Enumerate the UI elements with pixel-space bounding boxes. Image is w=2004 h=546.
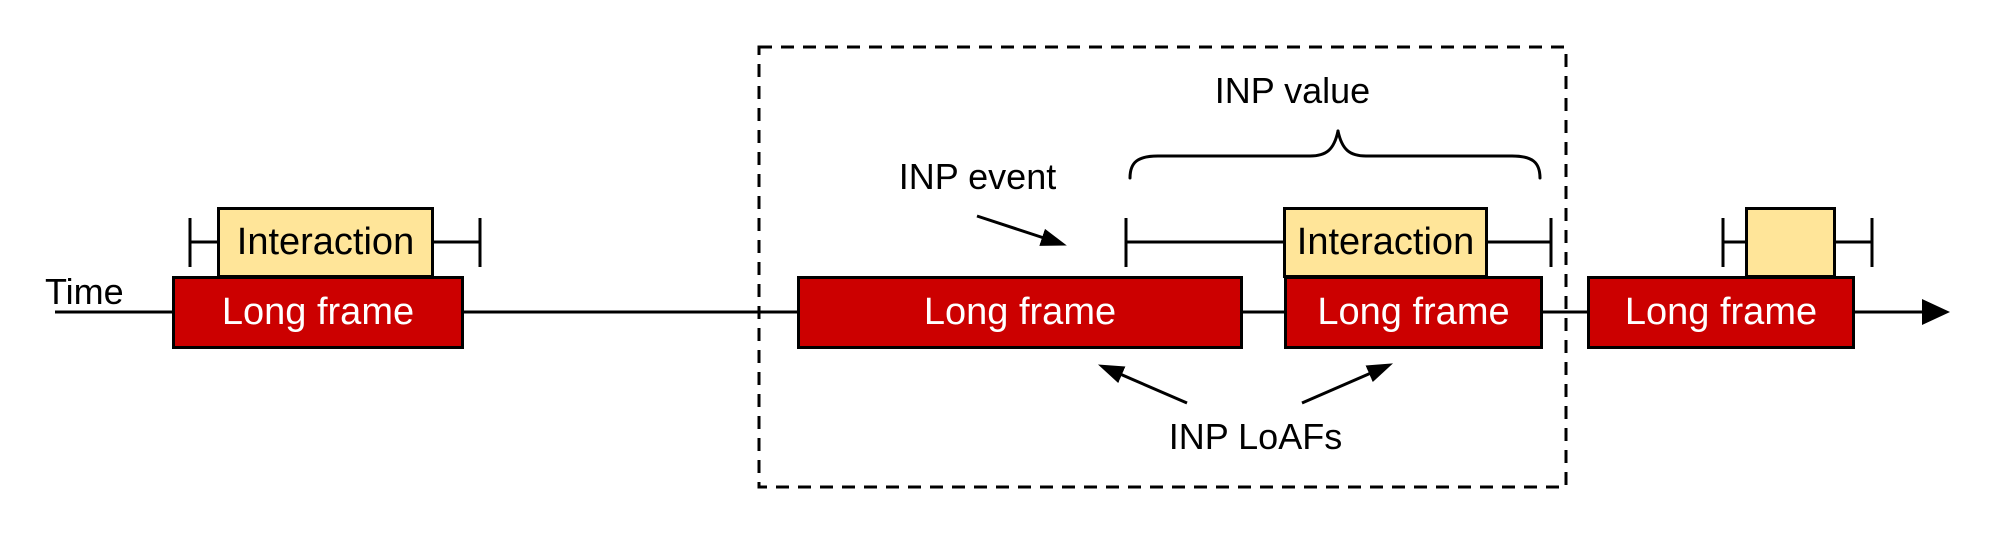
long-frame-box-3: Long frame — [1284, 276, 1543, 349]
inp-event-arrow — [976, 214, 1067, 246]
interaction-box-1: Interaction — [217, 207, 434, 278]
interaction-label: Interaction — [1296, 221, 1475, 263]
long-frame-box-1: Long frame — [172, 276, 464, 349]
long-frame-label: Long frame — [1317, 291, 1510, 333]
timeline-arrowhead-icon — [1922, 299, 1950, 325]
long-frame-label: Long frame — [923, 291, 1117, 333]
interaction-box-3 — [1745, 207, 1836, 278]
inp-event-label: INP event — [898, 156, 1057, 197]
inp-loafs-arrow-right — [1301, 363, 1394, 405]
long-frame-label: Long frame — [221, 291, 415, 333]
inp-loafs-arrow-left — [1097, 364, 1188, 405]
time-axis-label: Time — [45, 271, 124, 312]
inp-group-dashed-outline — [757, 45, 1568, 489]
long-frame-box-4: Long frame — [1587, 276, 1855, 349]
inp-loafs-label: INP LoAFs — [1168, 416, 1343, 457]
interaction-label: Interaction — [236, 221, 415, 263]
interaction-box-2: Interaction — [1283, 207, 1488, 278]
long-frame-label: Long frame — [1624, 291, 1818, 333]
long-frame-box-2: Long frame — [797, 276, 1243, 349]
inp-value-label: INP value — [1214, 70, 1371, 111]
inp-value-brace — [1128, 129, 1542, 180]
